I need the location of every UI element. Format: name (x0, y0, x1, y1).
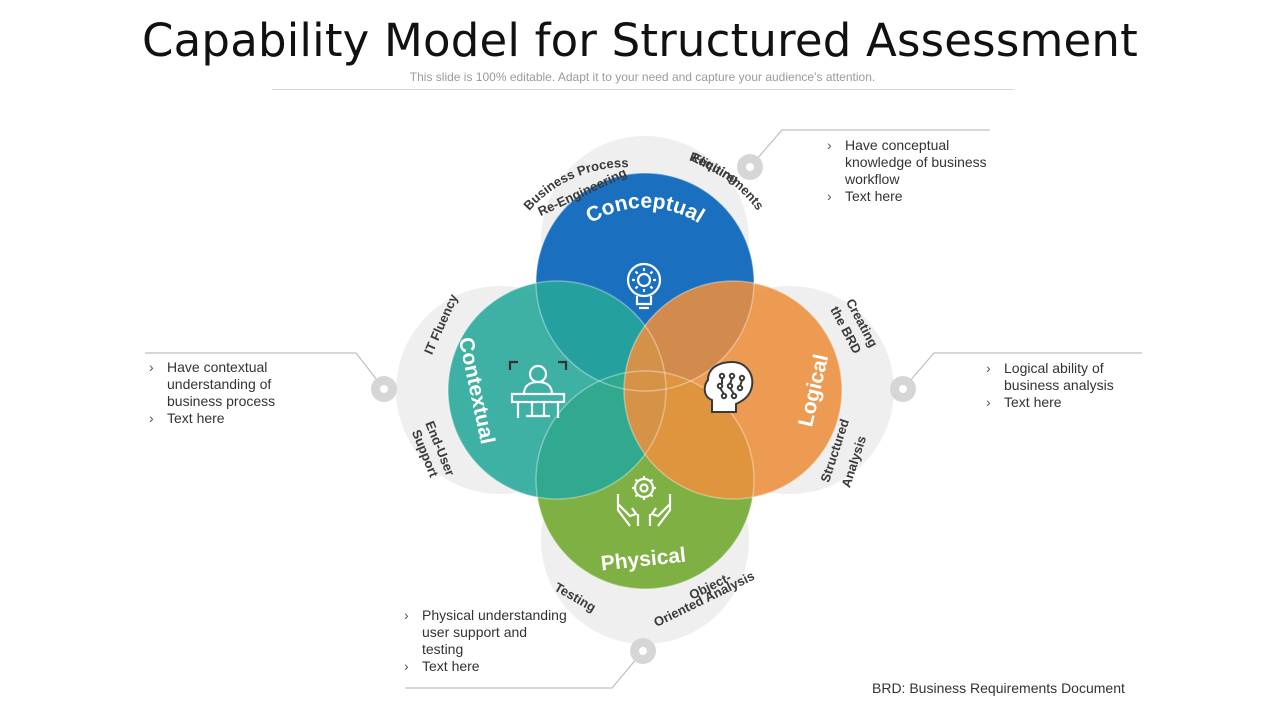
petal-outline-logical (623, 280, 843, 500)
page-subtitle: This slide is 100% editable. Adapt it to… (409, 70, 876, 84)
note-left: Have contextual understanding of busines… (147, 359, 317, 427)
petal-outline-contextual (447, 280, 667, 500)
connector-dots (371, 154, 916, 664)
note-item: Text here (147, 410, 317, 427)
lightbulb-gear-icon (626, 262, 662, 310)
note-item: Text here (825, 188, 995, 205)
connectors (145, 129, 1142, 689)
note-item: Text here (402, 658, 572, 675)
hands-gear-icon (616, 476, 672, 527)
petal-outline-physical (535, 370, 755, 590)
note-bottom: Physical understanding user support and … (402, 607, 572, 675)
person-at-desk-icon (508, 360, 568, 418)
connector-right (902, 352, 1142, 390)
note-item: Text here (984, 394, 1144, 411)
footnote: BRD: Business Requirements Document (872, 680, 1125, 696)
petal-outline-conceptual (535, 172, 755, 392)
note-right: Logical ability of business analysis Tex… (984, 360, 1144, 411)
note-item: Physical understanding user support and … (402, 607, 572, 658)
note-item: Have contextual understanding of busines… (147, 359, 317, 410)
connector-left (145, 352, 385, 390)
petal-contextual (448, 281, 666, 499)
connector-bottom (405, 650, 644, 689)
note-top-right: Have conceptual knowledge of business wo… (825, 137, 995, 205)
note-item: Have conceptual knowledge of business wo… (825, 137, 995, 188)
connector-top-right (749, 129, 990, 168)
head-circuit-icon (703, 360, 754, 413)
page-title: Capability Model for Structured Assessme… (142, 14, 1138, 67)
note-item: Logical ability of business analysis (984, 360, 1144, 394)
petals (447, 172, 843, 590)
title-divider (272, 89, 1014, 90)
